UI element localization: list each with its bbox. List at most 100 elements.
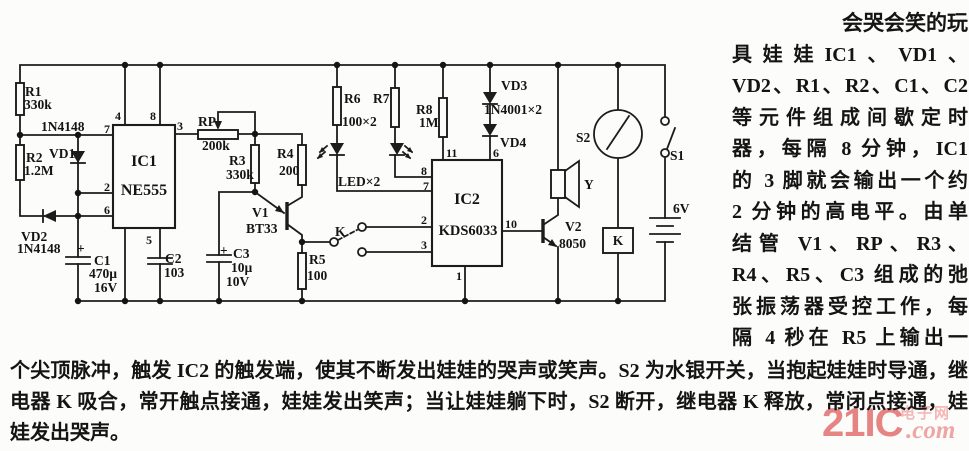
watermark: 21IC 电子网 .com (820, 399, 969, 449)
resistor-r2 (15, 144, 25, 181)
diode-vd1 (70, 151, 86, 164)
label-c3: C3 (233, 246, 250, 261)
switch-s1 (660, 116, 670, 158)
label-vd1: VD1 (49, 146, 75, 161)
label-vd2-part: 1N4148 (17, 241, 61, 256)
label-vd34-part: 1N4001×2 (484, 102, 542, 117)
resistor-r3 (250, 144, 260, 184)
watermark-logo: 21IC (822, 401, 903, 445)
text-line: 2 分钟的高电平。由单 (732, 201, 968, 223)
resistor-r8 (438, 97, 448, 138)
diode-vd4 (482, 124, 498, 137)
text-line: R4、R5、C3 组成的弛 (732, 264, 968, 286)
label-c1-plus: + (77, 241, 85, 256)
text-line: 器，每隔 8 分钟，IC1 (732, 138, 968, 160)
text-line: 电器 K 吸合，常开触点接通，娃娃发出笑声；当让娃娃躺下时，S2 断开，继电器 … (10, 391, 968, 413)
label-ic1-part: NE555 (121, 182, 167, 199)
label-r8-value: 1M (419, 115, 439, 130)
relay-coil-k (602, 227, 634, 254)
ic1-pin4: 4 (115, 109, 121, 123)
resistor-r5 (297, 252, 307, 290)
label-v1: V1 (252, 205, 269, 220)
resistor-r6 (332, 86, 342, 126)
ic1-box (111, 123, 177, 230)
transistor-v2 (541, 219, 557, 247)
label-r7: R7 (373, 91, 390, 106)
potentiometer-rp (197, 121, 239, 140)
ic1-pin5: 5 (146, 233, 152, 247)
article-line2-rest: IC1、VD1、 (824, 43, 968, 66)
text-line: 的 3 脚就会输出一个约 (732, 169, 968, 192)
label-r3: R3 (229, 153, 246, 168)
label-ic1: IC1 (131, 153, 157, 170)
label-r2: R2 (26, 150, 43, 165)
label-v1-part: BT33 (246, 221, 278, 236)
label-r4: R4 (277, 146, 294, 161)
label-r67-value: 100×2 (342, 114, 377, 129)
label-c3-plus: + (220, 243, 228, 258)
ic2-pin8: 8 (421, 164, 427, 178)
label-r5-value: 100 (307, 268, 328, 283)
label-vd1-part: 1N4148 (41, 119, 85, 134)
text-line: 结管 V1、RP、R3、 (732, 232, 968, 255)
label-c3-volt: 10V (226, 274, 250, 289)
resistor-r4 (297, 144, 307, 186)
bottom-paragraph: 个尖顶脉冲，触发 IC2 的触发端，使其不断发出娃娃的哭声或笑声。S2 为水银开… (10, 356, 968, 449)
label-r6: R6 (344, 91, 361, 106)
led-2 (389, 143, 414, 160)
capacitor-c1 (65, 256, 91, 265)
ic2-pin2: 2 (421, 213, 427, 227)
label-c2-value: 103 (164, 265, 185, 280)
label-c3-value: 10µ (231, 260, 253, 275)
label-rp-value: 200k (202, 138, 230, 153)
label-c1-value: 470µ (89, 266, 117, 281)
text-line: 个尖顶脉冲，触发 IC2 的触发端，使其不断发出娃娃的哭声或笑声。S2 为水银开… (10, 360, 968, 382)
led-1 (316, 143, 345, 160)
text-line: VD2、R1、R2、C1、C2 (732, 75, 968, 97)
label-r1: R1 (25, 84, 42, 99)
junction-dots (16, 61, 622, 305)
label-r3-value: 330k (226, 167, 254, 182)
watermark-com: .com (906, 417, 956, 444)
ic1-pin8: 8 (150, 109, 156, 123)
label-vd2: VD2 (21, 229, 47, 244)
ic2-pin7: 7 (423, 179, 429, 193)
resistor-r1 (15, 82, 25, 116)
diode-vd2 (42, 209, 56, 223)
label-r2-value: 1.2M (24, 163, 54, 178)
watermark-tag: 电子网 (900, 405, 952, 422)
ic1-pin6: 6 (104, 203, 110, 217)
label-speaker: Y (584, 177, 594, 192)
label-c1: C1 (94, 253, 111, 268)
diode-vd3 (482, 92, 498, 105)
article-line2: 具娃娃IC1、VD1、 (732, 40, 968, 72)
speaker-y (550, 159, 580, 209)
mercury-switch-s2 (593, 109, 643, 159)
label-ic2: IC2 (454, 191, 480, 208)
battery (649, 217, 681, 243)
text-line: 张振荡器受控工作，每 (732, 295, 968, 318)
circuit-diagram: R1 330k 1N4148 VD1 R2 1.2M VD2 1N4148 + … (15, 61, 690, 305)
label-c1-volt: 16V (94, 280, 118, 295)
article-title-line2: 具娃娃 (732, 43, 825, 66)
ujt-v1 (275, 202, 289, 230)
label-v2-part: 8050 (559, 236, 586, 251)
capacitor-c2 (147, 257, 173, 265)
relay-contact-k (329, 222, 367, 257)
label-led: LED×2 (338, 174, 380, 189)
label-battery: 6V (673, 201, 690, 216)
label-vd4: VD4 (500, 135, 526, 150)
label-s1: S1 (670, 148, 685, 163)
label-ic2-part: KDS6033 (439, 223, 498, 239)
label-vd3: VD3 (501, 78, 527, 93)
label-s2: S2 (576, 130, 591, 145)
label-v2: V2 (565, 219, 582, 234)
label-r5: R5 (309, 252, 326, 267)
ic2-pin1: 1 (456, 269, 462, 283)
ic2-pin3: 3 (421, 238, 427, 252)
wires (19, 64, 677, 302)
ic1-pin7: 7 (104, 122, 110, 136)
text-line: 隔 4 秒在 R5 上输出一 (732, 327, 968, 349)
